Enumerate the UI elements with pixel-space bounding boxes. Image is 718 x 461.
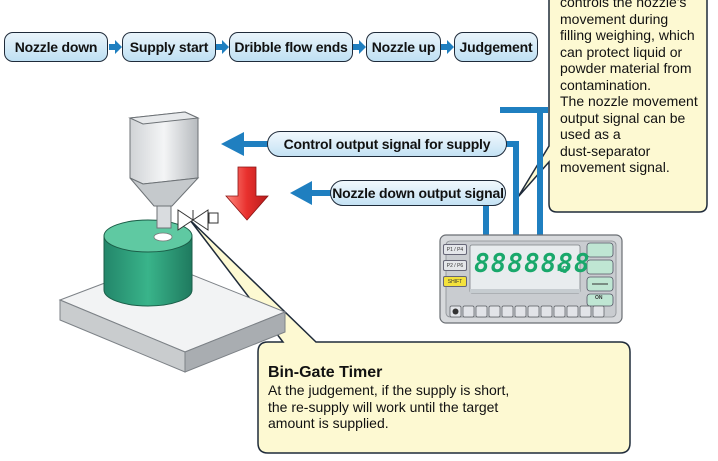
nozzle-note-callout bbox=[517, 0, 708, 213]
supply-signal-label: Control output signal for supply bbox=[267, 131, 507, 157]
flow-step-label: Supply start bbox=[129, 39, 209, 55]
flow-step-label: Dribble flow ends bbox=[234, 39, 348, 55]
note-line: movement signal. bbox=[560, 159, 670, 175]
flow-step-nozzle-down: Nozzle down bbox=[4, 32, 108, 62]
note-line: used as a bbox=[560, 126, 621, 142]
flow-step-judgement: Judgement bbox=[454, 32, 538, 62]
bin-gate-title: Bin-Gate Timer bbox=[268, 364, 383, 381]
note-line: contamination. bbox=[560, 76, 652, 93]
key-label: SHIFT bbox=[447, 278, 463, 285]
flow-step-label: Nozzle down bbox=[14, 39, 98, 55]
flow-arrows bbox=[109, 40, 454, 54]
note-line: movement during bbox=[560, 10, 669, 27]
note-line: filling weighing, which bbox=[560, 27, 695, 43]
nozzle-signal-label: Nozzle down output signal bbox=[330, 180, 506, 206]
weighing-indicator bbox=[439, 234, 623, 324]
bin-gate-line: At the judgement, if the supply is short… bbox=[268, 382, 510, 398]
note-line: The nozzle movement bbox=[560, 93, 698, 109]
indicator-on-label: ON bbox=[595, 295, 603, 301]
green-container bbox=[103, 219, 193, 307]
note-line: can protect liquid or bbox=[560, 43, 683, 60]
flow-step-supply-start: Supply start bbox=[122, 32, 216, 62]
signal-arrowheads bbox=[221, 132, 312, 205]
down-arrow-icon bbox=[225, 166, 269, 221]
note-line: dust-separator bbox=[560, 142, 651, 159]
key-p1-p4[interactable]: P1 / P4 bbox=[443, 244, 467, 255]
flow-step-nozzle-up: Nozzle up bbox=[366, 32, 441, 62]
nozzle-note-text: controls the nozzle's movement during fi… bbox=[560, 0, 706, 176]
note-line: output signal can be bbox=[560, 109, 686, 126]
supply-signal-text: Control output signal for supply bbox=[283, 136, 491, 152]
note-line: controls the nozzle's bbox=[560, 0, 687, 10]
indicator-display: 8888888 bbox=[474, 249, 591, 279]
bin-gate-line: amount is supplied. bbox=[268, 415, 389, 431]
key-p2-p6[interactable]: P2 / P6 bbox=[443, 260, 467, 271]
signal-cables bbox=[266, 107, 543, 236]
flow-step-dribble-flow-ends: Dribble flow ends bbox=[229, 32, 353, 62]
hopper bbox=[128, 111, 200, 229]
nozzle-signal-text: Nozzle down output signal bbox=[332, 185, 504, 201]
valve-icon bbox=[177, 209, 219, 231]
key-shift[interactable]: SHIFT bbox=[443, 276, 467, 287]
key-label: P1 / P4 bbox=[446, 246, 464, 253]
bin-gate-line: the re-supply will work until the target bbox=[268, 398, 499, 415]
flow-step-label: Judgement bbox=[459, 39, 533, 55]
bin-gate-callout bbox=[189, 219, 631, 454]
note-line: powder material from bbox=[560, 60, 692, 76]
bin-gate-text: Bin-Gate Timer At the judgement, if the … bbox=[268, 363, 624, 432]
indicator-unit: kg bbox=[557, 263, 568, 273]
key-label: P2 / P6 bbox=[446, 262, 464, 269]
flow-step-label: Nozzle up bbox=[371, 39, 436, 55]
